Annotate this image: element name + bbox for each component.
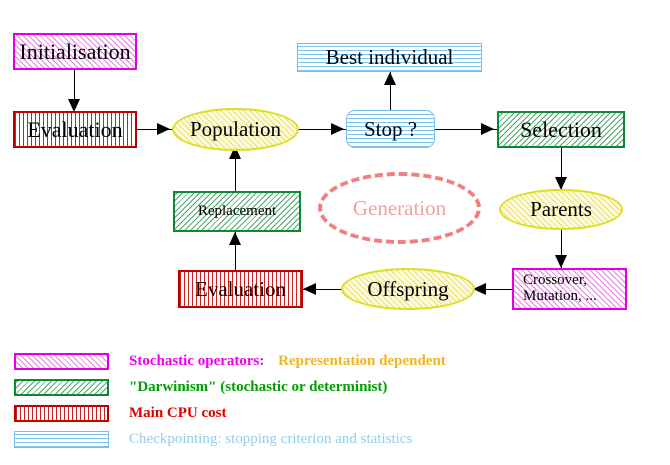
- legend-swatch-main-cpu-cost: [14, 404, 109, 422]
- legend-label-checkpointing: Checkpointing: stopping criterion and st…: [129, 431, 412, 448]
- node-generation-label: Generation: [352, 195, 447, 220]
- node-variation[interactable]: Crossover, Mutation, ...: [512, 268, 627, 310]
- node-initialisation-label: Initialisation: [19, 38, 131, 64]
- node-parents[interactable]: Parents: [499, 189, 623, 230]
- node-evaluation-top-label: Evaluation: [27, 116, 123, 142]
- node-selection-label: Selection: [520, 116, 602, 142]
- arrowhead-selection-parents: [555, 177, 567, 190]
- arrowhead-variation-offspring: [473, 283, 486, 295]
- node-offspring-label: Offspring: [367, 276, 449, 301]
- node-evaluation-bottom-label: Evaluation: [195, 276, 286, 301]
- node-replacement[interactable]: Replacement: [173, 191, 301, 232]
- node-replacement-label: Replacement: [197, 202, 277, 219]
- node-generation: Generation: [318, 172, 481, 244]
- node-variation-label-line2: Mutation, ...: [523, 288, 597, 304]
- legend-row-main-cpu-cost: Main CPU cost: [14, 400, 227, 426]
- edge-stop-selection: [435, 129, 498, 130]
- arrowhead-offspring-evaluation: [303, 283, 316, 295]
- edge-evaluation-replacement: [235, 232, 236, 270]
- edge-offspring-evaluation: [303, 289, 347, 290]
- arrowhead-evaluation-replacement: [229, 232, 241, 245]
- edge-selection-parents: [561, 148, 562, 190]
- arrowhead-stop-best-individual: [384, 72, 396, 85]
- node-selection[interactable]: Selection: [497, 111, 625, 148]
- edge-variation-offspring: [473, 289, 513, 290]
- legend-row-checkpointing: Checkpointing: stopping criterion and st…: [14, 426, 412, 452]
- legend-swatch-checkpointing: [14, 430, 109, 448]
- legend-label-stochastic-operators: Stochastic operators: Representation dep…: [129, 353, 446, 370]
- arrowhead-initialisation-evaluation: [68, 99, 80, 112]
- legend-emphasis-representation-dependent: Representation dependent: [278, 352, 446, 369]
- edge-stop-best-individual: [390, 72, 391, 110]
- node-initialisation[interactable]: Initialisation: [13, 33, 137, 70]
- edge-replacement-population: [235, 146, 236, 192]
- edge-initialisation-evaluation: [74, 70, 75, 103]
- node-parents-label: Parents: [530, 197, 592, 222]
- node-evaluation-bottom[interactable]: Evaluation: [178, 270, 303, 308]
- arrowhead-stop-selection: [481, 123, 494, 135]
- legend-text-darwinism: "Darwinism" (stochastic or determinist): [129, 378, 388, 395]
- arrowhead-parents-variation: [555, 255, 567, 268]
- node-population[interactable]: Population: [172, 108, 299, 151]
- node-best-individual[interactable]: Best individual: [297, 43, 482, 72]
- edge-evaluation-population: [137, 129, 173, 130]
- legend-text-main-cpu-cost: Main CPU cost: [129, 404, 227, 421]
- node-offspring[interactable]: Offspring: [341, 268, 475, 310]
- edge-population-stop: [298, 129, 348, 130]
- legend-row-darwinism: "Darwinism" (stochastic or determinist): [14, 374, 387, 400]
- legend-label-main-cpu-cost: Main CPU cost: [129, 405, 227, 422]
- legend-text-checkpointing: Checkpointing: stopping criterion and st…: [129, 430, 413, 447]
- legend-label-darwinism: "Darwinism" (stochastic or determinist): [129, 379, 387, 396]
- arrowhead-population-stop: [331, 123, 344, 135]
- node-variation-label-line1: Crossover,: [523, 272, 587, 289]
- legend-text-stochastic-operators: Stochastic operators:: [129, 352, 265, 369]
- legend-swatch-stochastic-operators: [14, 352, 109, 370]
- node-evaluation-top[interactable]: Evaluation: [13, 111, 137, 148]
- node-stop[interactable]: Stop ?: [346, 110, 435, 148]
- arrowhead-evaluation-population: [157, 123, 170, 135]
- node-best-individual-label: Best individual: [325, 45, 454, 70]
- node-population-label: Population: [189, 117, 281, 142]
- edge-parents-variation: [561, 230, 562, 268]
- legend-row-stochastic-operators: Stochastic operators: Representation dep…: [14, 348, 446, 374]
- legend-swatch-darwinism: [14, 378, 109, 396]
- node-stop-label: Stop ?: [363, 116, 418, 141]
